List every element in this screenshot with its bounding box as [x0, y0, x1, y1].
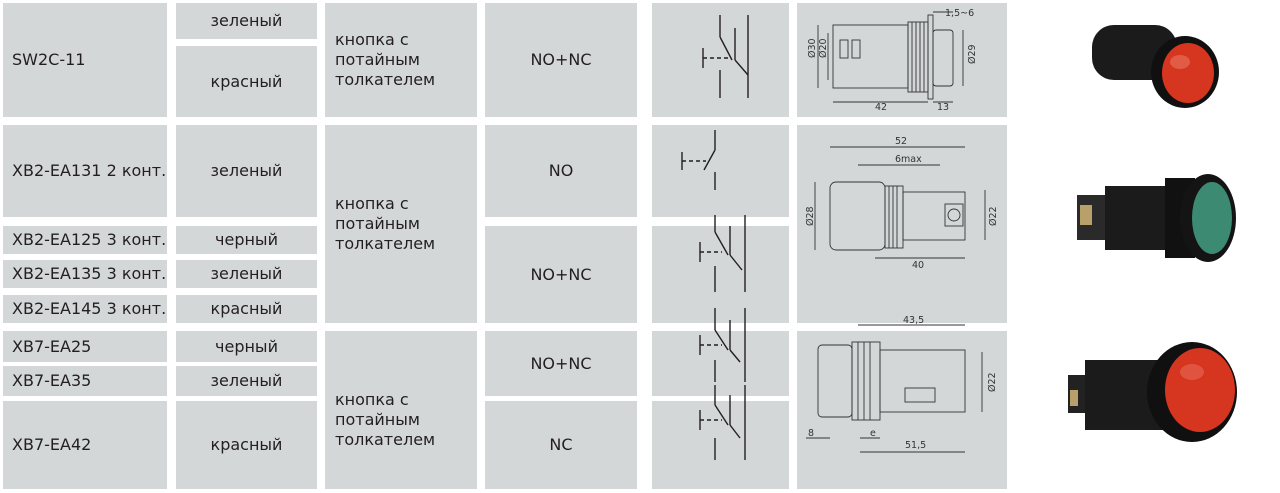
color-cell: зеленый: [176, 366, 317, 396]
drawing-cell: [797, 3, 1007, 117]
schematic-cell: [652, 331, 789, 396]
svg-text:1,5~6: 1,5~6: [945, 8, 974, 19]
switch-schematic-no-nc-icon: [699, 308, 746, 382]
switch-schematic-no-nc-icon: [702, 15, 749, 98]
red-mushroom-button-photo: [1068, 342, 1237, 442]
contacts-cell: NO+NC: [485, 331, 637, 396]
svg-text:Ø29: Ø29: [967, 44, 978, 64]
svg-text:43,5: 43,5: [903, 315, 924, 326]
dimension-drawing-2: 52 6max Ø28 Ø22 40: [805, 136, 999, 271]
svg-text:6max: 6max: [895, 154, 922, 165]
model-xb2-ea125: XB2-EA125 3 конт.: [3, 226, 167, 254]
color-cell: черный: [176, 331, 317, 362]
dimension-drawing-1: 1,5~6 Ø30 Ø20 Ø29 42 13: [807, 8, 978, 113]
svg-text:Ø28: Ø28: [805, 206, 816, 226]
svg-text:52: 52: [895, 136, 907, 147]
color-cell: зеленый: [176, 260, 317, 288]
svg-text:51,5: 51,5: [905, 440, 926, 451]
drawing-cell: [797, 125, 1007, 323]
green-push-button-photo: [1077, 174, 1236, 262]
svg-text:Ø30: Ø30: [807, 38, 818, 58]
model-xb7-ea42: XB7-EA42: [3, 401, 167, 489]
svg-text:40: 40: [912, 260, 924, 271]
schematic-cell: [652, 401, 789, 489]
model-xb2-ea135: XB2-EA135 3 конт.: [3, 260, 167, 288]
model-sw2c-11: SW2C-11: [3, 3, 167, 117]
svg-text:Ø22: Ø22: [988, 206, 999, 226]
switch-schematic-no-icon: [681, 130, 716, 190]
color-cell: красный: [176, 401, 317, 489]
contacts-cell: NO+NC: [485, 3, 637, 117]
drawing-cell: [797, 331, 1007, 489]
model-xb7-ea35: XB7-EA35: [3, 366, 167, 396]
schematic-cell: [652, 125, 789, 217]
contacts-cell: NC: [485, 401, 637, 489]
color-cell: зеленый: [176, 3, 317, 39]
red-push-button-photo: [1092, 25, 1219, 108]
svg-text:Ø22: Ø22: [987, 372, 998, 392]
model-xb2-ea131: XB2-EA131 2 конт.: [3, 125, 167, 217]
model-xb7-ea25: XB7-EA25: [3, 331, 167, 362]
svg-text:8: 8: [808, 428, 814, 439]
contacts-cell: NO: [485, 125, 637, 217]
switch-schematic-nc-icon: [699, 385, 746, 460]
svg-text:42: 42: [875, 102, 887, 113]
switch-schematic-no-nc-icon: [699, 215, 746, 292]
color-cell: зеленый: [176, 125, 317, 217]
contacts-cell: NO+NC: [485, 226, 637, 323]
color-cell: красный: [176, 46, 317, 117]
color-cell: красный: [176, 295, 317, 323]
svg-text:13: 13: [937, 102, 949, 113]
model-xb2-ea145: XB2-EA145 3 конт.: [3, 295, 167, 323]
svg-text:Ø20: Ø20: [818, 38, 829, 58]
svg-text:e: e: [870, 428, 876, 439]
dimension-drawing-3: 43,5 Ø22 8 e 51,5: [806, 315, 998, 453]
color-cell: черный: [176, 226, 317, 254]
